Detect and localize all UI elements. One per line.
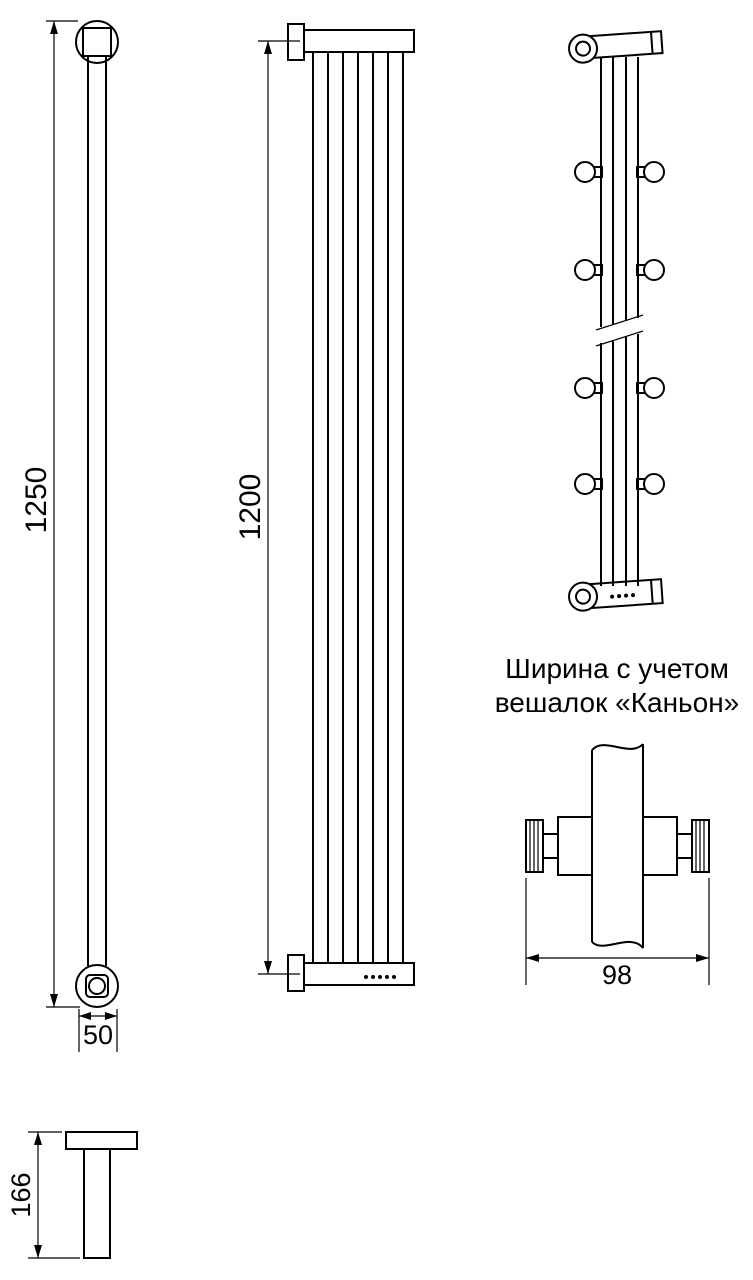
bottom-bracket-bar	[303, 962, 415, 986]
knob-head-right	[643, 473, 665, 495]
hanger-knob-row-2	[574, 259, 665, 281]
hanger-neck	[676, 833, 693, 859]
arrowhead-up	[50, 21, 58, 34]
side-height-dimension: 1250	[20, 20, 80, 1008]
hole-dot	[385, 975, 389, 979]
section-width-dimension: 98	[525, 878, 710, 990]
top-flange-circle	[75, 20, 119, 64]
note-line-2: вешалок «Каньон»	[495, 687, 740, 718]
dim-98-label: 98	[602, 960, 632, 990]
hole-dot	[617, 594, 622, 599]
knob-head-left	[574, 473, 596, 495]
mounting-holes	[610, 593, 636, 599]
break-line-top	[595, 314, 644, 331]
arrowhead-down	[50, 994, 58, 1007]
wall-flange	[568, 581, 599, 612]
wall-flange-inner	[575, 588, 592, 605]
mounting-holes	[364, 975, 396, 979]
hanger-cap-hatch	[529, 820, 539, 872]
dim-166-label: 166	[6, 1172, 36, 1217]
hanger-left	[525, 816, 593, 876]
knob-head-left	[574, 161, 596, 183]
hanger-body	[557, 816, 593, 876]
arrowhead-left	[79, 1012, 91, 1020]
hole-dot	[610, 594, 615, 599]
hole-dot	[392, 975, 396, 979]
hanger-top-bracket	[568, 30, 664, 64]
top-bracket-cap	[287, 23, 305, 61]
wall-flange	[568, 33, 599, 64]
side-width-dimension: 50	[78, 1009, 118, 1052]
bottom-flange-inner-circle	[88, 977, 106, 995]
vertical-tubes	[312, 52, 404, 963]
tube-break-top	[591, 743, 644, 751]
front-view	[287, 23, 415, 992]
knob-head-right	[643, 161, 665, 183]
hanger-neck	[542, 833, 559, 859]
dim-1250-label: 1250	[20, 467, 53, 534]
dim-50-label: 50	[83, 1020, 113, 1050]
rail-tube-lines	[87, 56, 107, 966]
knob-head-right	[643, 377, 665, 399]
hanger-cap-hatch	[695, 820, 705, 872]
arrowhead-left	[526, 954, 539, 962]
arrowhead-up	[34, 1132, 42, 1145]
hanger-knob-row-4	[574, 473, 665, 495]
hanger-view	[568, 30, 665, 612]
bracket-end-line	[650, 579, 654, 604]
hanger-bottom-bracket	[568, 578, 664, 612]
hole-dot	[624, 593, 629, 598]
break-line-bottom	[595, 330, 644, 347]
hanger-note: Ширина с учетом вешалок «Каньон»	[495, 653, 740, 718]
bracket-view	[65, 1131, 138, 1259]
knob-head-left	[574, 259, 596, 281]
side-view	[75, 20, 119, 1008]
section-view	[525, 743, 710, 949]
hanger-knob-row-1	[574, 161, 665, 183]
tube-break-bottom	[591, 941, 644, 949]
bracket-end-line	[650, 31, 654, 54]
top-flange-square	[82, 27, 112, 57]
hole-dot	[378, 975, 382, 979]
top-bracket-bar	[303, 29, 415, 53]
bottom-flange-square	[85, 974, 109, 998]
knob-head-left	[574, 377, 596, 399]
bracket-height-dimension: 166	[6, 1131, 80, 1259]
note-line-1: Ширина с учетом	[505, 653, 729, 684]
arrowhead-up	[264, 41, 272, 54]
hole-dot	[371, 975, 375, 979]
hanger-right	[642, 816, 710, 876]
arrowhead-right	[105, 1012, 117, 1020]
hanger-knob-row-3	[574, 377, 665, 399]
bracket-plate	[65, 1131, 138, 1150]
wall-flange-inner	[575, 40, 592, 57]
arrowhead-right	[696, 954, 709, 962]
tube-lines-top-segment	[600, 57, 639, 327]
bracket-tube	[83, 1149, 111, 1259]
arrowhead-down	[34, 1245, 42, 1258]
hole-dot	[631, 593, 636, 598]
arrowhead-down	[264, 961, 272, 974]
dim-1200-label: 1200	[234, 474, 267, 541]
knob-head-right	[643, 259, 665, 281]
bottom-bracket-cap	[287, 954, 305, 992]
hanger-body	[642, 816, 678, 876]
bottom-flange-circle	[75, 964, 119, 1008]
hole-dot	[364, 975, 368, 979]
tube-lines-bottom-segment	[600, 334, 639, 586]
front-height-dimension: 1200	[234, 40, 300, 975]
